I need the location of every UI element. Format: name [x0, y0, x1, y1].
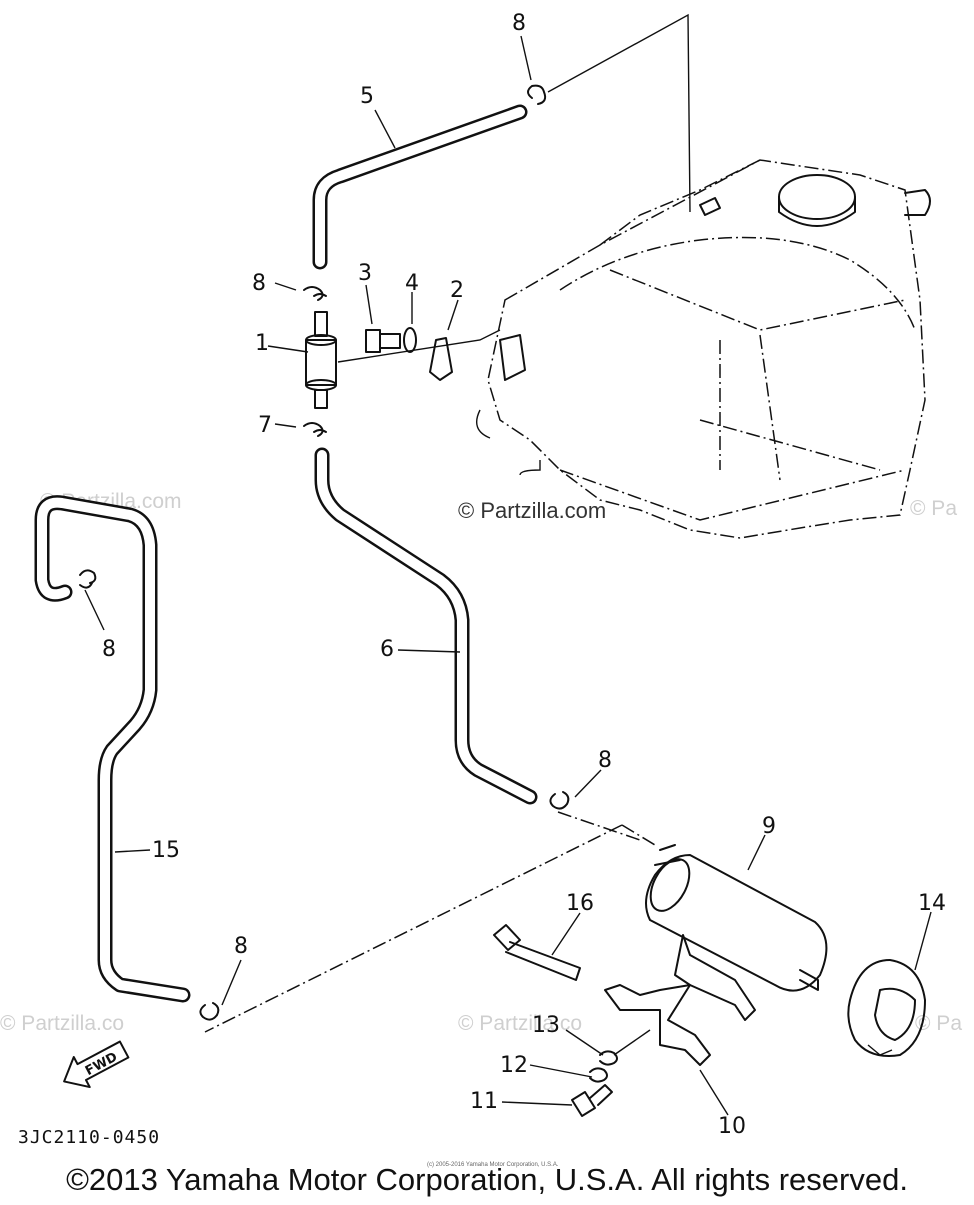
- bracket-10: [604, 984, 711, 1066]
- washer-13: [599, 1050, 618, 1066]
- callout-14: 14: [918, 891, 946, 916]
- callout-13: 13: [532, 1013, 560, 1038]
- watermark-center: © Partzilla.com: [458, 498, 606, 523]
- callout-9: 9: [762, 814, 776, 839]
- routing-line-pump: [204, 811, 656, 1033]
- fwd-arrow: FWD: [63, 1040, 130, 1089]
- callout-7: 7: [258, 413, 272, 438]
- callout-6: 6: [380, 637, 394, 662]
- hose-5: [312, 104, 528, 270]
- clip-7: [303, 422, 327, 437]
- routing-line-filter: [337, 329, 501, 363]
- bolt-16: [493, 924, 581, 981]
- clip-8-filter: [303, 286, 327, 301]
- clip-8-mid: [549, 791, 570, 810]
- bracket-2: [429, 337, 453, 381]
- callout-8-filter: 8: [252, 271, 266, 296]
- callout-3: 3: [358, 261, 372, 286]
- callout-10: 10: [718, 1114, 746, 1139]
- callout-labels: 8 5 8 3 4 2 1 7 8 6 8 9 16 14 15 8 13 12…: [102, 11, 946, 1139]
- fuel-tank: [476, 159, 931, 539]
- callout-12: 12: [500, 1053, 528, 1078]
- callout-5: 5: [360, 84, 374, 109]
- watermark-bottom-mid: © Partzilla.co: [458, 1012, 582, 1035]
- routing-line-bracket: [613, 1029, 651, 1056]
- clip-8-left: [79, 569, 97, 589]
- callout-4: 4: [405, 271, 419, 296]
- fuel-filter: [305, 311, 337, 409]
- hose-15: [34, 495, 191, 1003]
- routing-line-top: [547, 13, 691, 213]
- leader-lines: [84, 35, 932, 1116]
- fuel-pump: [645, 844, 828, 1021]
- callout-15: 15: [152, 838, 180, 863]
- watermark-bottom-left: © Partzilla.co: [0, 1012, 124, 1035]
- clip-8-top: [527, 84, 547, 105]
- clip-8-bottom: [199, 1002, 220, 1021]
- callout-1: 1: [255, 331, 269, 356]
- small-copyright: (c) 2005-2016 Yamaha Motor Corporation, …: [427, 1162, 559, 1168]
- bolt-11: [571, 1084, 613, 1117]
- fwd-label: FWD: [83, 1050, 120, 1079]
- callout-8-left: 8: [102, 637, 116, 662]
- nut-12: [589, 1067, 608, 1083]
- watermark-right: © Pa: [910, 497, 957, 520]
- watermark-bottom-right: © Pa: [915, 1012, 962, 1035]
- callout-8-mid: 8: [598, 748, 612, 773]
- callout-16: 16: [566, 891, 594, 916]
- bolt-3: [365, 329, 401, 353]
- washer-4: [403, 327, 417, 353]
- hose-6: [314, 447, 538, 805]
- footer-copyright: ©2013 Yamaha Motor Corporation, U.S.A. A…: [66, 1162, 908, 1197]
- diagram-code: 3JC2110-0450: [18, 1127, 160, 1148]
- callout-2: 2: [450, 278, 464, 303]
- callout-8-bottom: 8: [234, 934, 248, 959]
- callout-11: 11: [470, 1089, 498, 1114]
- pump-cover-14: [847, 959, 926, 1057]
- callout-8-top: 8: [512, 11, 526, 36]
